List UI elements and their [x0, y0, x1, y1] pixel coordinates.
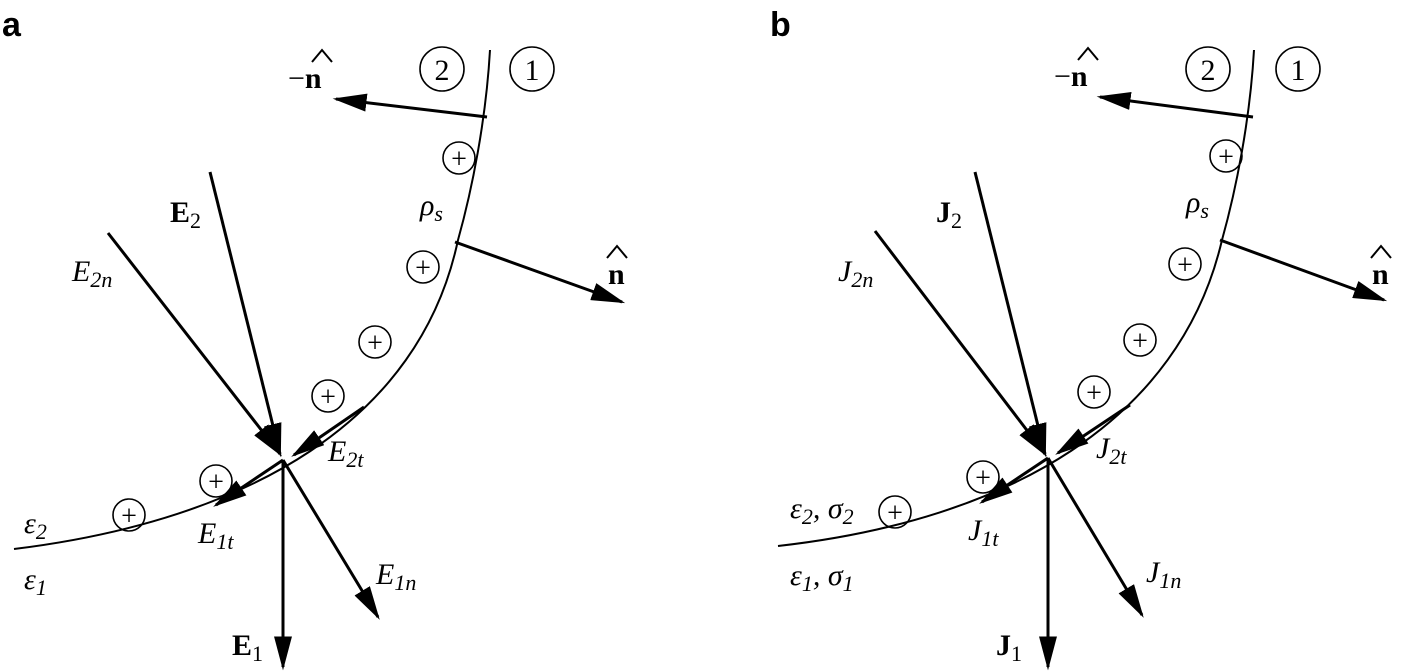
- surface-charge: +: [199, 464, 233, 498]
- normal-arrow: [1219, 238, 1388, 302]
- surface-charge: +: [358, 325, 392, 359]
- normal-arrow: [454, 240, 626, 304]
- field-1-label: E1: [232, 629, 263, 666]
- hat-icon: [311, 48, 333, 63]
- field-1t-arrow: [213, 458, 284, 507]
- panel-a: a 2 1 −n n + +: [2, 6, 628, 671]
- panel-a-letter: a: [2, 6, 22, 44]
- medium-2-marker: 2: [419, 46, 465, 92]
- neg-normal-label: −n: [1054, 60, 1088, 93]
- field-1n-label: E1n: [375, 558, 416, 595]
- charge-density-label: ρs: [1185, 186, 1209, 223]
- surface-charge: +: [442, 141, 476, 175]
- hat-icon: [606, 244, 628, 259]
- svg-text:2: 2: [435, 54, 450, 87]
- svg-text:+: +: [1177, 250, 1193, 281]
- normal-label: n: [1372, 258, 1389, 291]
- current-2n-label: J2n: [838, 255, 873, 292]
- current-2t-arrow: [1055, 403, 1131, 455]
- region-1-label: ε1: [24, 563, 47, 600]
- field-2n-arrow: [106, 232, 283, 457]
- surface-charge: +: [1209, 139, 1243, 173]
- svg-text:+: +: [975, 463, 991, 494]
- surface-charge: +: [406, 250, 440, 284]
- neg-normal-arrow: [332, 93, 488, 119]
- medium-2-marker: 2: [1185, 46, 1231, 92]
- surface-charge: +: [966, 460, 1000, 494]
- current-1n-arrow: [1046, 457, 1144, 618]
- interface-curve: [777, 49, 1255, 547]
- current-1-label: J1: [996, 629, 1022, 666]
- svg-text:+: +: [415, 253, 431, 284]
- current-2t-label: J2t: [1096, 432, 1127, 469]
- field-2t-arrow: [291, 405, 365, 457]
- region-1-label: ε1, σ1: [790, 559, 854, 596]
- current-1n-label: J1n: [1146, 556, 1181, 593]
- neg-normal-arrow: [1096, 92, 1254, 119]
- surface-charge: +: [1168, 247, 1202, 281]
- current-2-arrow: [973, 171, 1047, 458]
- interface-curve: [13, 49, 491, 550]
- panel-b: b 2 1 −n n + + +: [770, 6, 1392, 671]
- svg-text:+: +: [451, 144, 467, 175]
- svg-text:2: 2: [1201, 54, 1216, 87]
- svg-text:1: 1: [525, 54, 540, 87]
- surface-charge: +: [878, 495, 912, 529]
- region-2-label: ε2: [24, 507, 47, 544]
- neg-normal-label: −n: [288, 62, 322, 95]
- charge-density-label: ρs: [419, 189, 443, 226]
- svg-text:+: +: [1218, 142, 1234, 173]
- current-1t-arrow: [979, 456, 1049, 504]
- svg-text:+: +: [887, 498, 903, 529]
- hat-icon: [1077, 46, 1099, 61]
- field-2-arrow: [208, 171, 282, 458]
- surface-charge: +: [1123, 323, 1157, 357]
- normal-label: n: [608, 258, 625, 291]
- svg-text:+: +: [367, 328, 383, 359]
- field-2t-label: E2t: [327, 435, 364, 472]
- svg-text:+: +: [1132, 326, 1148, 357]
- svg-text:+: +: [320, 382, 336, 413]
- field-2-label: E2: [170, 196, 201, 233]
- current-2-label: J2: [936, 196, 962, 233]
- surface-charge: +: [311, 379, 345, 413]
- current-1t-label: J1t: [968, 514, 999, 551]
- current-2n-arrow: [873, 230, 1048, 457]
- field-1n-arrow: [281, 459, 380, 620]
- svg-text:1: 1: [1291, 54, 1306, 87]
- medium-1-marker: 1: [509, 46, 555, 92]
- region-2-label: ε2, σ2: [790, 492, 854, 529]
- panel-b-letter: b: [770, 6, 791, 44]
- surface-charge: +: [1077, 375, 1111, 409]
- svg-text:+: +: [208, 467, 224, 498]
- svg-text:+: +: [121, 501, 137, 532]
- medium-1-marker: 1: [1275, 46, 1321, 92]
- field-2n-label: E2n: [71, 255, 112, 292]
- surface-charge: +: [112, 498, 146, 532]
- field-1t-label: E1t: [197, 517, 234, 554]
- hat-icon: [1370, 244, 1392, 259]
- svg-text:+: +: [1086, 378, 1102, 409]
